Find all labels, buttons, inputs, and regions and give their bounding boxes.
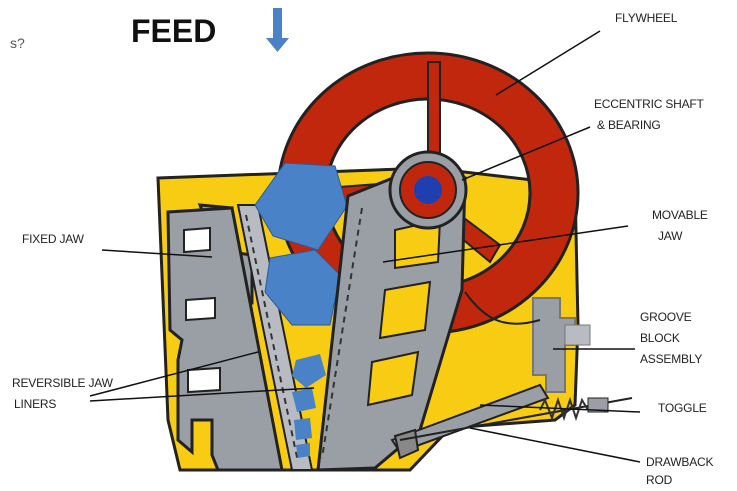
label-groove: GROOVE (640, 310, 692, 324)
toggle-assembly (390, 291, 633, 460)
feed-heading: FEED (131, 13, 217, 49)
label-fixed-jaw: FIXED JAW (22, 232, 84, 246)
label-movable-jaw: JAW (658, 229, 683, 243)
label-flywheel: FLYWHEEL (615, 11, 678, 25)
label-toggle: TOGGLE (658, 401, 707, 415)
label-assembly: ASSEMBLY (640, 352, 703, 366)
label-liners: LINERS (14, 397, 57, 411)
groove-block (532, 297, 591, 393)
cut-off-text: s? (10, 35, 25, 51)
eccentric-shaft (388, 150, 468, 230)
label-movable: MOVABLE (652, 208, 708, 222)
label-eccentric-bearing: & BEARING (597, 118, 661, 132)
label-block: BLOCK (640, 331, 680, 345)
label-rod: ROD (646, 473, 673, 487)
movable-jaw (316, 174, 467, 472)
fixed-jaw (166, 203, 314, 472)
rocks (254, 162, 348, 458)
leader-lines (89, 30, 641, 463)
feed-arrow (266, 8, 289, 52)
label-reversible: REVERSIBLE JAW (12, 376, 113, 390)
label-drawback: DRAWBACK (646, 455, 714, 469)
label-eccentric-shaft: ECCENTRIC SHAFT (594, 97, 704, 111)
